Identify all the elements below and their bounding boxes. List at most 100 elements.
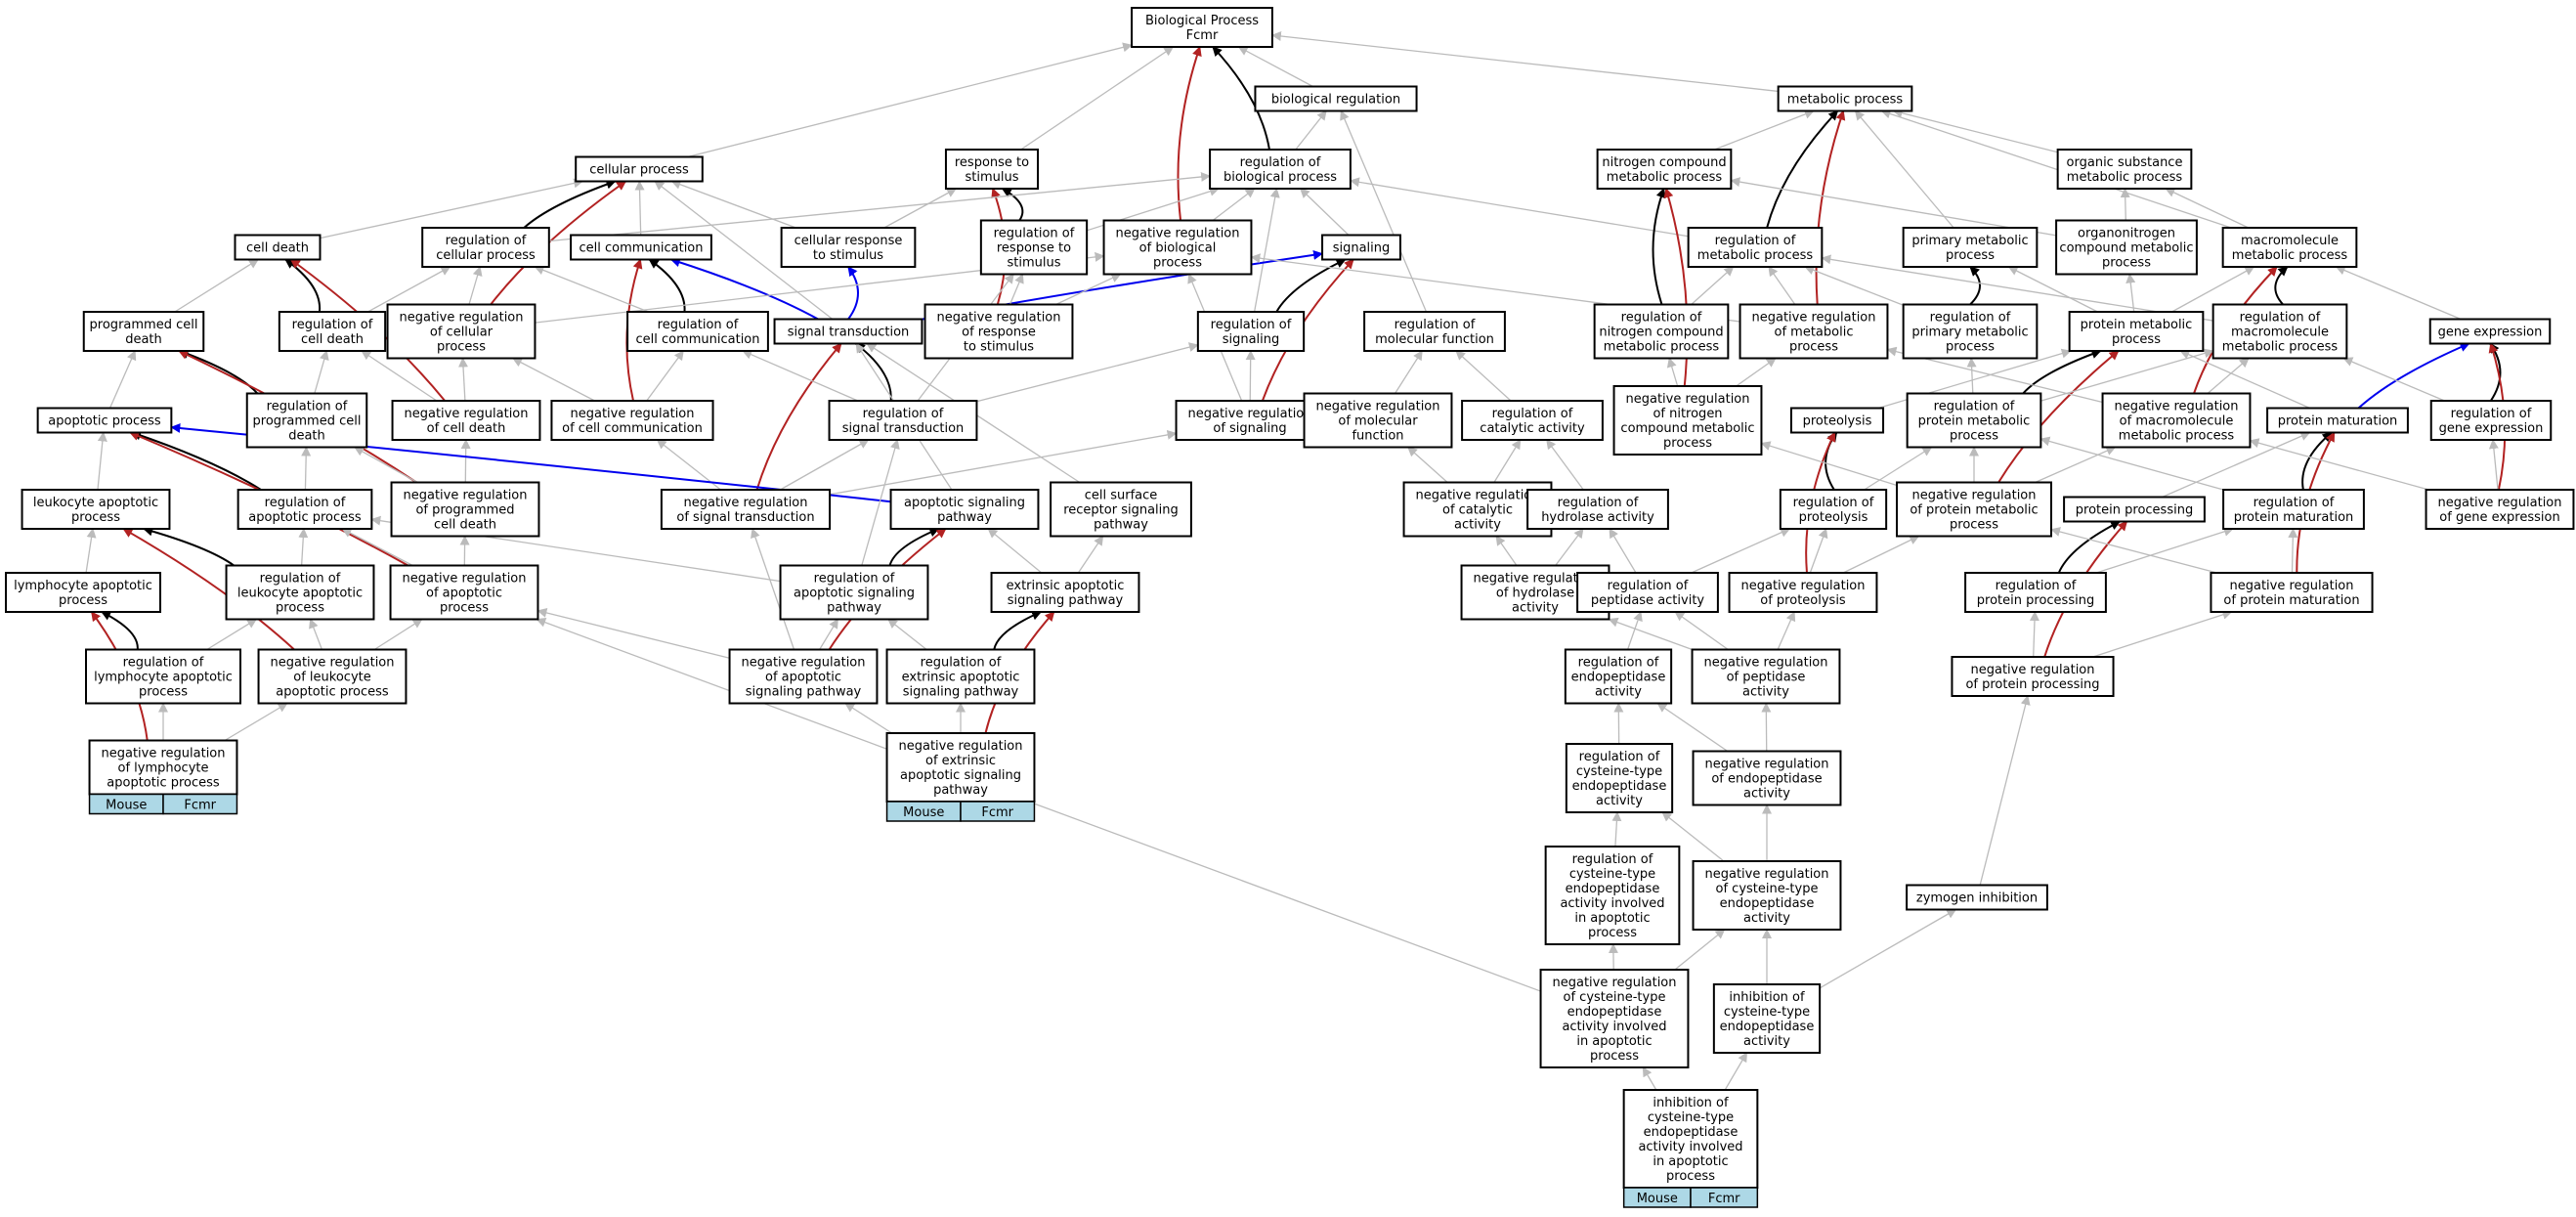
go-term-node-sigtrans[interactable]: signal transduction bbox=[773, 318, 923, 345]
go-term-node-signaling[interactable]: signaling bbox=[1321, 234, 1401, 261]
node-label-line: metabolic process bbox=[1697, 248, 1814, 263]
go-term-node-geneexpr[interactable]: gene expression bbox=[2428, 318, 2552, 345]
go-term-node-biolreg[interactable]: biological regulation bbox=[1254, 85, 1418, 112]
node-label-line: cell death bbox=[434, 518, 496, 533]
edge-negatively_regulates-negregbp-to-bp bbox=[1177, 46, 1202, 221]
node-label-line: activity bbox=[1512, 601, 1559, 616]
go-term-node-celldeath[interactable]: cell death bbox=[234, 234, 322, 261]
go-term-node-metab[interactable]: metabolic process bbox=[1777, 85, 1913, 112]
go-term-node-protproc[interactable]: protein processing bbox=[2063, 496, 2206, 523]
node-label-line: regulation of bbox=[1579, 750, 1660, 764]
node-box bbox=[990, 572, 1140, 613]
go-term-node-inhibcys[interactable]: inhibition ofcysteine-typeendopeptidasea… bbox=[1712, 983, 1822, 1054]
go-term-node-cellproc[interactable]: cellular process bbox=[575, 155, 704, 183]
go-term-node-apopt[interactable]: apoptotic process bbox=[36, 407, 173, 434]
node-label-line: response to bbox=[955, 155, 1029, 170]
go-term-node-regcys[interactable]: regulation ofcysteine-typeendopeptidasea… bbox=[1565, 743, 1674, 813]
edge-is_a-protmetab-to-primmetab bbox=[2007, 266, 2098, 313]
go-term-node-protmat[interactable]: protein maturation bbox=[2266, 407, 2409, 434]
node-label-line: metabolic process bbox=[2232, 248, 2348, 263]
go-term-node-cellcomm[interactable]: cell communication bbox=[570, 234, 712, 261]
node-label-line: activity involved bbox=[1562, 1020, 1666, 1034]
node-box bbox=[390, 481, 540, 538]
node-label-line: regulation of bbox=[863, 407, 944, 421]
go-term-node-zymogen[interactable]: zymogen inhibition bbox=[1906, 884, 2048, 911]
node-label-line: process bbox=[1588, 926, 1637, 940]
edge-is_a-negregcysapopt-to-negregcys bbox=[1674, 929, 1726, 971]
go-term-node-proteolysis[interactable]: proteolysis bbox=[1789, 407, 1885, 434]
node-label-line: programmed cell bbox=[253, 414, 362, 429]
go-term-node-inhibcysapopt[interactable]: inhibition ofcysteine-typeendopeptidasea… bbox=[1622, 1089, 1759, 1208]
go-term-node-regcysapopt[interactable]: regulation ofcysteine-typeendopeptidasea… bbox=[1544, 846, 1681, 945]
